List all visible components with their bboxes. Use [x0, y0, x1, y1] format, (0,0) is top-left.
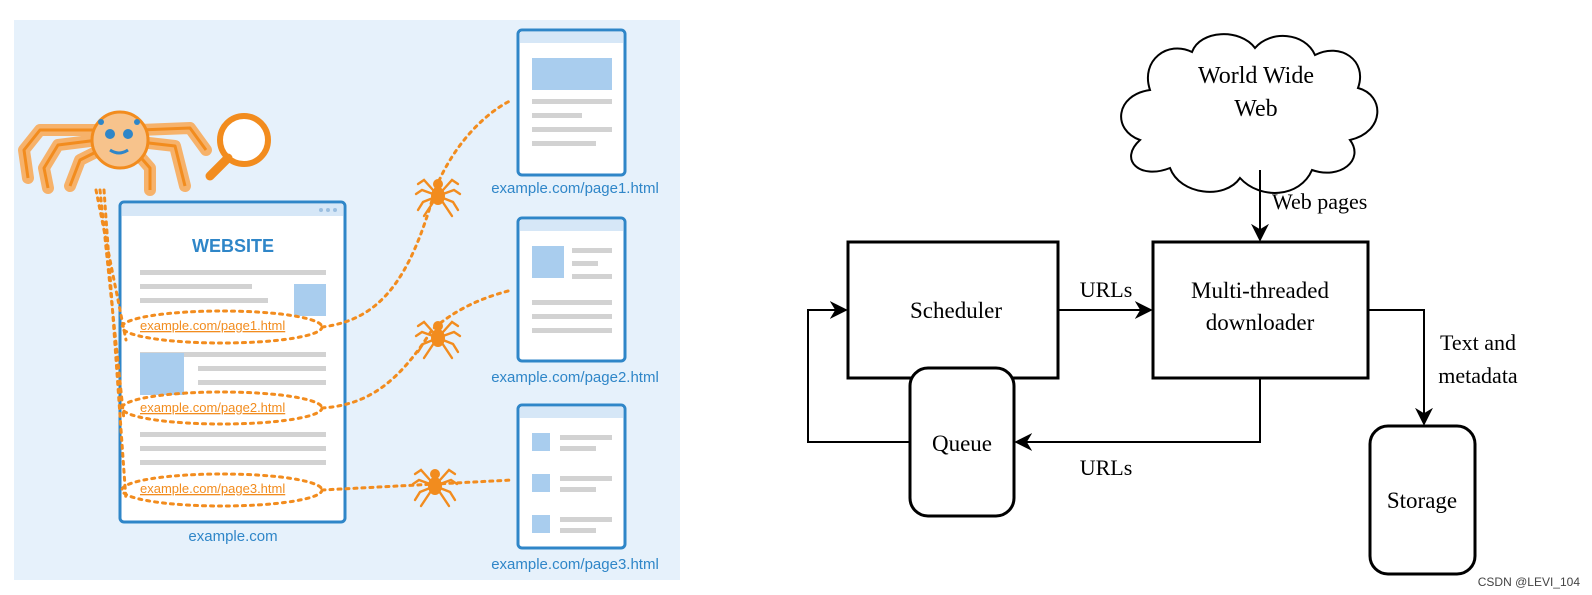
text-metadata-label-line2: metadata	[1438, 363, 1518, 388]
page1-caption: example.com/page1.html	[491, 180, 659, 197]
page3-window	[516, 403, 627, 550]
magnifier-icon	[205, 113, 271, 181]
website-title: WEBSITE	[192, 236, 274, 256]
page1-window	[516, 28, 627, 177]
scheduler-node: Scheduler	[846, 240, 1060, 380]
arrow-downloader-to-storage	[1368, 309, 1433, 426]
link-page3: example.com/page3.html	[140, 481, 285, 496]
link-page1: example.com/page1.html	[140, 318, 285, 333]
queue-node: Queue	[908, 366, 1016, 518]
crawler-spider-icon	[18, 110, 212, 196]
cloud-label-line1: World Wide	[1198, 63, 1314, 89]
urls-top-label: URLs	[1080, 277, 1133, 302]
storage-node: Storage	[1368, 424, 1477, 576]
page2-window	[516, 216, 627, 363]
arrow-queue-to-scheduler	[807, 301, 910, 443]
downloader-node: Multi-threaded downloader	[1151, 240, 1370, 380]
scheduler-label: Scheduler	[910, 298, 1002, 323]
website-caption: example.com	[188, 528, 277, 545]
storage-label: Storage	[1387, 488, 1457, 513]
queue-label: Queue	[932, 431, 992, 456]
cloud-node: World Wide Web	[1120, 33, 1379, 194]
architecture-diagram: World Wide Web Web pages Scheduler Multi…	[807, 33, 1518, 576]
cloud-label-line2: Web	[1234, 96, 1277, 122]
crawler-illustration: WEBSITE example.com/page1.html example.c…	[14, 20, 680, 580]
watermark: CSDN @LEVI_104	[1477, 575, 1580, 589]
downloader-label-line2: downloader	[1206, 310, 1315, 335]
text-metadata-label-line1: Text and	[1440, 330, 1516, 355]
page3-caption: example.com/page3.html	[491, 556, 659, 573]
arrow-downloader-to-queue	[1014, 378, 1261, 451]
crawl-paths	[94, 98, 514, 508]
downloader-label-line1: Multi-threaded	[1191, 278, 1329, 303]
web-pages-label: Web pages	[1272, 189, 1367, 214]
urls-bottom-label: URLs	[1080, 455, 1133, 480]
website-window: WEBSITE example.com/page1.html example.c…	[118, 200, 347, 524]
link-page2: example.com/page2.html	[140, 400, 285, 415]
page2-caption: example.com/page2.html	[491, 369, 659, 386]
